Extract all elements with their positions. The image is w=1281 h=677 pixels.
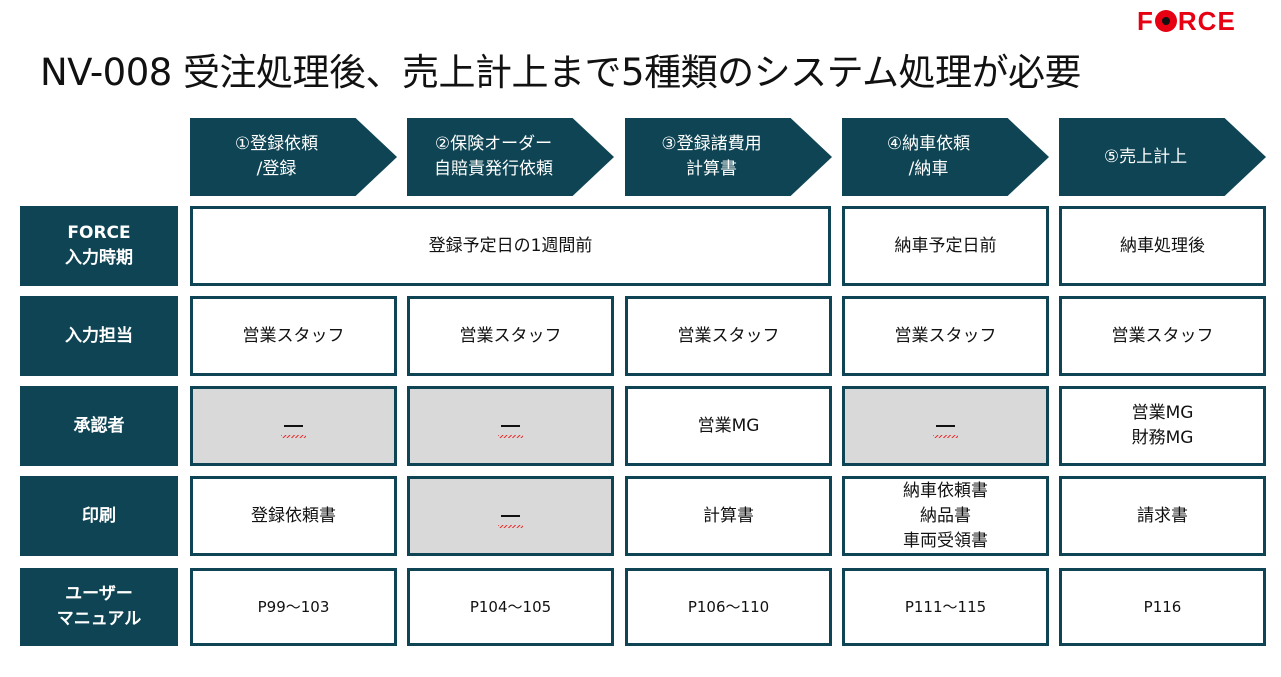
not-applicable-dash	[498, 515, 523, 528]
print-cell-step-4: 納車依頼書 納品書 車両受領書	[842, 476, 1049, 556]
manual-cell-step-4: P111～115	[842, 568, 1049, 646]
input-cell-step-1: 営業スタッフ	[190, 296, 397, 376]
manual-cell-step-3: P106～110	[625, 568, 832, 646]
manual-cell-step-1: P99～103	[190, 568, 397, 646]
timing-cell-step-4: 納車予定日前	[842, 206, 1049, 286]
timing-cell-step-5: 納車処理後	[1059, 206, 1266, 286]
row-label-print: 印刷	[20, 476, 178, 556]
input-cell-step-5: 営業スタッフ	[1059, 296, 1266, 376]
input-cell-step-2: 営業スタッフ	[407, 296, 614, 376]
not-applicable-dash	[498, 425, 523, 438]
print-cell-step-1: 登録依頼書	[190, 476, 397, 556]
step-arrow-5: ⑤売上計上	[1059, 118, 1266, 196]
manual-cell-step-2: P104～105	[407, 568, 614, 646]
approver-cell-step-2	[407, 386, 614, 466]
step-arrow-4: ④納車依頼 /納車	[842, 118, 1049, 196]
row-label-manual: ユーザー マニュアル	[20, 568, 178, 646]
approver-cell-step-1	[190, 386, 397, 466]
row-label-input: 入力担当	[20, 296, 178, 376]
input-cell-step-3: 営業スタッフ	[625, 296, 832, 376]
print-cell-step-2	[407, 476, 614, 556]
step-arrow-3: ③登録諸費用 計算書	[625, 118, 832, 196]
approver-cell-step-5: 営業MG 財務MG	[1059, 386, 1266, 466]
not-applicable-dash	[281, 425, 306, 438]
approver-cell-step-3: 営業MG	[625, 386, 832, 466]
print-cell-step-5: 請求書	[1059, 476, 1266, 556]
row-label-timing: FORCE 入力時期	[20, 206, 178, 286]
input-cell-step-4: 営業スタッフ	[842, 296, 1049, 376]
manual-cell-step-5: P116	[1059, 568, 1266, 646]
approver-cell-step-4	[842, 386, 1049, 466]
step-arrow-1: ①登録依頼 /登録	[190, 118, 397, 196]
step-arrow-2: ②保険オーダー 自賠責発行依頼	[407, 118, 614, 196]
row-label-approver: 承認者	[20, 386, 178, 466]
print-cell-step-3: 計算書	[625, 476, 832, 556]
not-applicable-dash	[933, 425, 958, 438]
timing-cell-steps-1-3: 登録予定日の1週間前	[190, 206, 831, 286]
page-title: NV-008 受注処理後、売上計上まで5種類のシステム処理が必要	[40, 51, 1081, 94]
